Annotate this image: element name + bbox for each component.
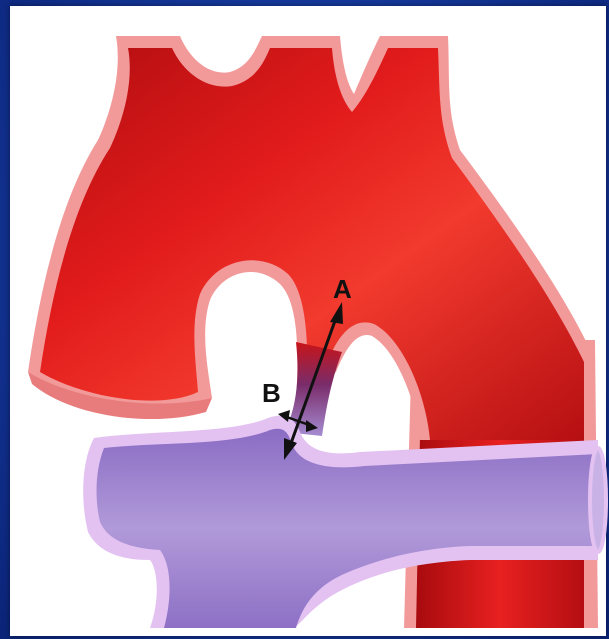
label-b: B xyxy=(262,378,281,408)
label-a: A xyxy=(333,274,352,304)
